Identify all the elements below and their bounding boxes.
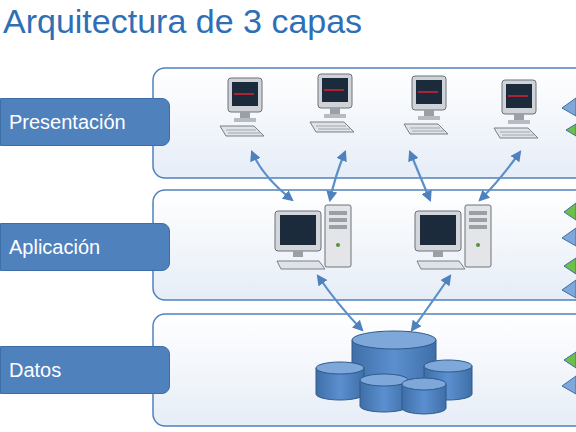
- layer-name: Presentación: [1, 111, 126, 134]
- layer-label: Aplicación: [0, 223, 170, 271]
- layer-name: Datos: [1, 359, 61, 382]
- layer-name: Aplicación: [1, 236, 100, 259]
- diagram-title: Arquitectura de 3 capas: [3, 2, 362, 41]
- layer-label: Datos: [0, 346, 170, 394]
- layer-label: Presentación: [0, 98, 170, 146]
